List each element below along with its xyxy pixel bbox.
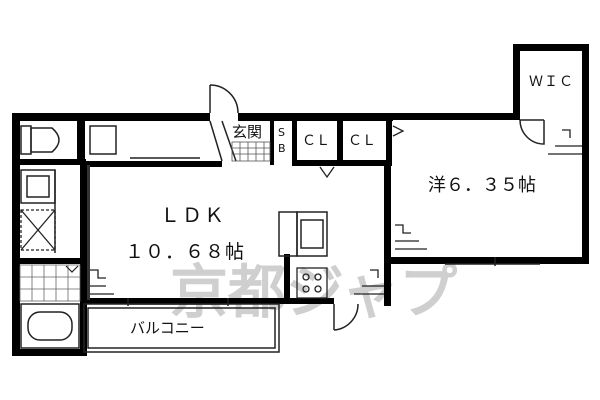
watermark-text: 京都ジャプ bbox=[170, 258, 457, 326]
closet-1-label: ＣＬ bbox=[302, 133, 330, 149]
entrance-label: 玄関 bbox=[232, 123, 262, 141]
shoe-box-label-bottom: B bbox=[278, 142, 286, 155]
balcony-label: バルコニー bbox=[130, 319, 205, 337]
washing-machine-pan-icon bbox=[20, 209, 56, 251]
interior-walls bbox=[12, 113, 392, 355]
balcony-area bbox=[83, 303, 280, 353]
entrance-door-swing[interactable] bbox=[209, 84, 239, 114]
western-room-label: 洋６．３５帖 bbox=[428, 175, 536, 196]
western-room-corner-marks bbox=[395, 129, 582, 250]
closet-2-label: ＣＬ bbox=[348, 133, 376, 149]
washbasin-icon bbox=[20, 169, 56, 253]
bathtub-icon bbox=[20, 303, 80, 349]
wic-door-swing[interactable] bbox=[519, 119, 545, 145]
western-door-arrow-icon bbox=[392, 125, 405, 137]
wic-label: ＷＩＣ bbox=[529, 74, 574, 90]
ldk-corner-marks bbox=[90, 269, 384, 295]
outer-walls bbox=[12, 44, 589, 356]
stove-icon bbox=[296, 267, 328, 299]
western-room-window bbox=[445, 257, 540, 266]
shoe-box-label-top: S bbox=[278, 126, 285, 139]
toilet-icon bbox=[20, 125, 60, 155]
ldk-room-name: ＬＤＫ bbox=[160, 203, 226, 227]
entrance-floor-tiles bbox=[231, 141, 271, 162]
ldk-room-size: １０．６８帖 bbox=[125, 241, 245, 263]
bathroom-floor-tiles bbox=[19, 264, 81, 302]
balcony-door-swing[interactable] bbox=[333, 303, 359, 331]
hall-lines bbox=[89, 120, 237, 162]
ldk-door-arrow-icon bbox=[319, 166, 335, 179]
kitchen-sink-icon bbox=[278, 211, 328, 257]
